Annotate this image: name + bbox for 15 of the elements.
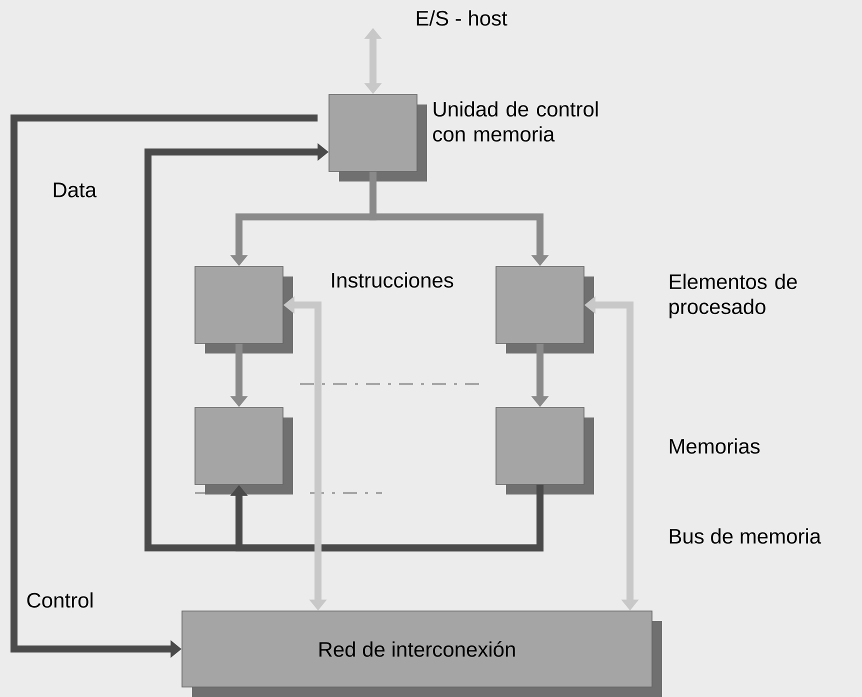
block-box xyxy=(328,94,427,182)
text-label: Control xyxy=(27,592,92,608)
text-label: Data xyxy=(54,182,97,198)
block-box xyxy=(194,407,293,494)
text-label: Memorias xyxy=(670,438,760,454)
text-label: Instrucciones xyxy=(332,272,454,288)
text-label: Bus de memoria xyxy=(670,528,822,544)
network-box: Red de interconexión xyxy=(182,610,662,697)
host-label: E/S - host xyxy=(416,10,508,26)
block-box xyxy=(496,407,594,494)
block-box xyxy=(496,266,594,354)
block-box xyxy=(194,266,293,354)
block-caption: Unidad de control con memoria xyxy=(433,101,598,142)
text-label: Elementos de procesado xyxy=(670,274,797,318)
arrow xyxy=(230,484,544,552)
